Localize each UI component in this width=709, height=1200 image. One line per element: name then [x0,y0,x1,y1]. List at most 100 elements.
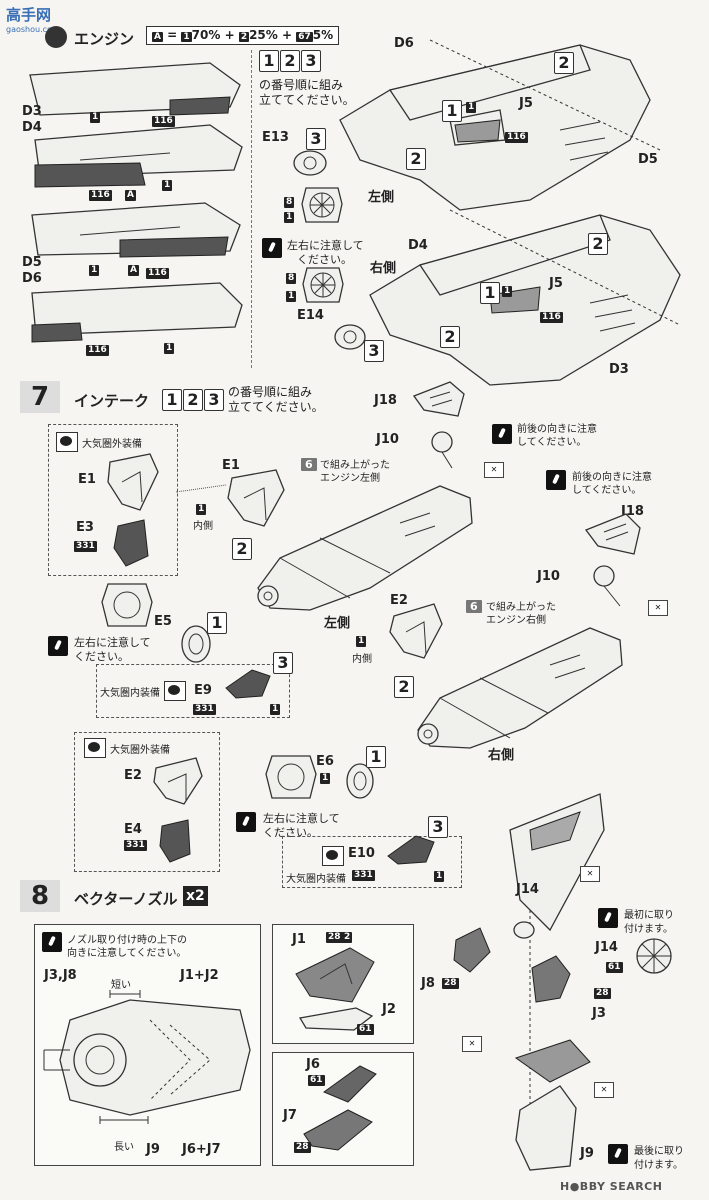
nozzle-note-line1: ノズル取り付け時の上下の [67,935,187,946]
caution-line1: 左右に注意して [287,239,364,252]
tag-28-boxa: 28 [326,932,343,943]
step6-top-num3: 3 [306,128,326,150]
label-j8: J8 [421,976,435,991]
step6-bot-num2a: 2 [588,233,608,255]
label-j6j7: J6+J7 [182,1142,221,1157]
color-tag: 1 [162,180,173,191]
j10-part-a [431,431,453,469]
j18-part-b [584,513,641,555]
brand-logo: 高手网 gaoshou.com [6,4,72,42]
out-equip-icon-b [84,738,106,758]
label-e5: E5 [154,614,172,629]
step6-top-d6: D6 [394,36,414,51]
step6-ref-left: 6 [301,458,317,471]
engine-right-ref-1: で組み上がった [486,602,556,613]
order-note-line1: の番号順に組み [259,78,344,92]
step6-ref-right: 6 [466,600,482,613]
step7-order-note1: の番号順に組み [228,385,313,399]
part-label-d6: D6 [22,271,42,286]
j18-part-a [412,381,465,417]
tag-28-boxb: 28 [294,1142,311,1153]
step6-top-tag1: 1 [466,102,477,113]
color-tag: 116 [152,116,175,127]
color-tag: A [128,265,139,276]
step7-in-equip-box-a [96,664,290,718]
step8-number: 8 [20,880,60,912]
caution-lr-a1: 左右に注意して [74,636,151,649]
engine-left-assembled [257,485,473,611]
step6-mid-tag8: 8 [284,197,295,208]
order-num-2: 2 [280,50,300,72]
e5-decal-outline [101,583,153,627]
nozzle-exploded-drawing [453,793,605,1171]
e1-part-a [107,453,159,511]
step7-order-3: 3 [204,389,224,411]
tag-61-boxa: 61 [357,1024,374,1035]
tag-1d: 1 [320,773,331,784]
color-tag: 116 [89,190,112,201]
e9-part [225,669,271,699]
caution-icon [262,238,282,258]
label-e2b: E2 [390,593,408,608]
step7-n1a: 1 [207,612,227,634]
caution-fb-a2: してください。 [517,437,587,448]
engine-right-half-drawing [369,209,681,386]
step6-circle-icon [45,26,67,48]
last-caution-icon [608,1144,628,1164]
step8-title: ベクターノズル [74,890,178,908]
label-j10a: J10 [376,432,399,447]
step6-bot-side: 右側 [370,261,397,276]
in-equip-icon-b [322,846,344,866]
color-tag: 1 [89,265,100,276]
out-equip-label-a: 大気圏外装備 [82,439,142,450]
order-num-3: 3 [301,50,321,72]
label-j14b: J14 [595,940,618,955]
caution-fb-icon-b [546,470,566,490]
e10-part [387,835,435,865]
step6-top-tag116: 116 [505,132,528,143]
step6-bot-tag8: 8 [286,273,297,284]
caution-fb-b1: 前後の向きに注意 [572,472,652,483]
color-tag: 1 [90,112,101,123]
label-e2a: E2 [124,768,142,783]
step6-top-j5: J5 [519,96,533,111]
in-equip-label-a: 大気圏内装備 [100,688,160,699]
caution-lr-icon-a [48,636,68,656]
color-tag: A [125,190,136,201]
caution-fb-a1: 前後の向きに注意 [517,424,597,435]
step6-top-side: 左側 [368,190,395,205]
tag-1a: 1 [196,504,207,515]
decal-wheel-top [301,187,343,223]
j1-part [295,947,375,1003]
step7-order-2: 2 [183,389,203,411]
tag-331d: 331 [352,870,375,881]
step6-bot-d3: D3 [609,362,629,377]
e5-part [181,625,211,663]
e13-part [293,150,327,176]
brand-logo-text: 高手网 [6,6,52,24]
no-glue-icon-d: ✕ [462,1036,482,1052]
no-glue-icon-a: ✕ [484,462,504,478]
tag-61-j14: 61 [606,962,623,973]
e3-part [113,519,149,567]
label-j9-diagram: J9 [146,1142,160,1157]
tag-331c: 331 [124,840,147,851]
caution-fb-icon-a [492,424,512,444]
caution-line2: ください。 [297,253,352,266]
step7-order-note2: 立ててください。 [228,400,324,414]
step6-bot-j5: J5 [549,276,563,291]
nozzle-profile-drawing [43,990,251,1124]
label-j7: J7 [283,1108,297,1123]
step7-n3a: 3 [273,652,293,674]
label-j9: J9 [580,1146,594,1161]
label-e1a: E1 [78,472,96,487]
step7-out-equip-box-a [48,424,178,576]
inner-label-a: 内側 [193,521,213,532]
part-label-d4: D4 [22,120,42,135]
order-note-line2: 立ててください。 [259,93,355,107]
caution-lr-a2: ください。 [74,650,129,663]
label-e9: E9 [194,683,212,698]
label-e3: E3 [76,520,94,535]
label-j6: J6 [306,1057,320,1072]
j6-part [322,1065,377,1103]
